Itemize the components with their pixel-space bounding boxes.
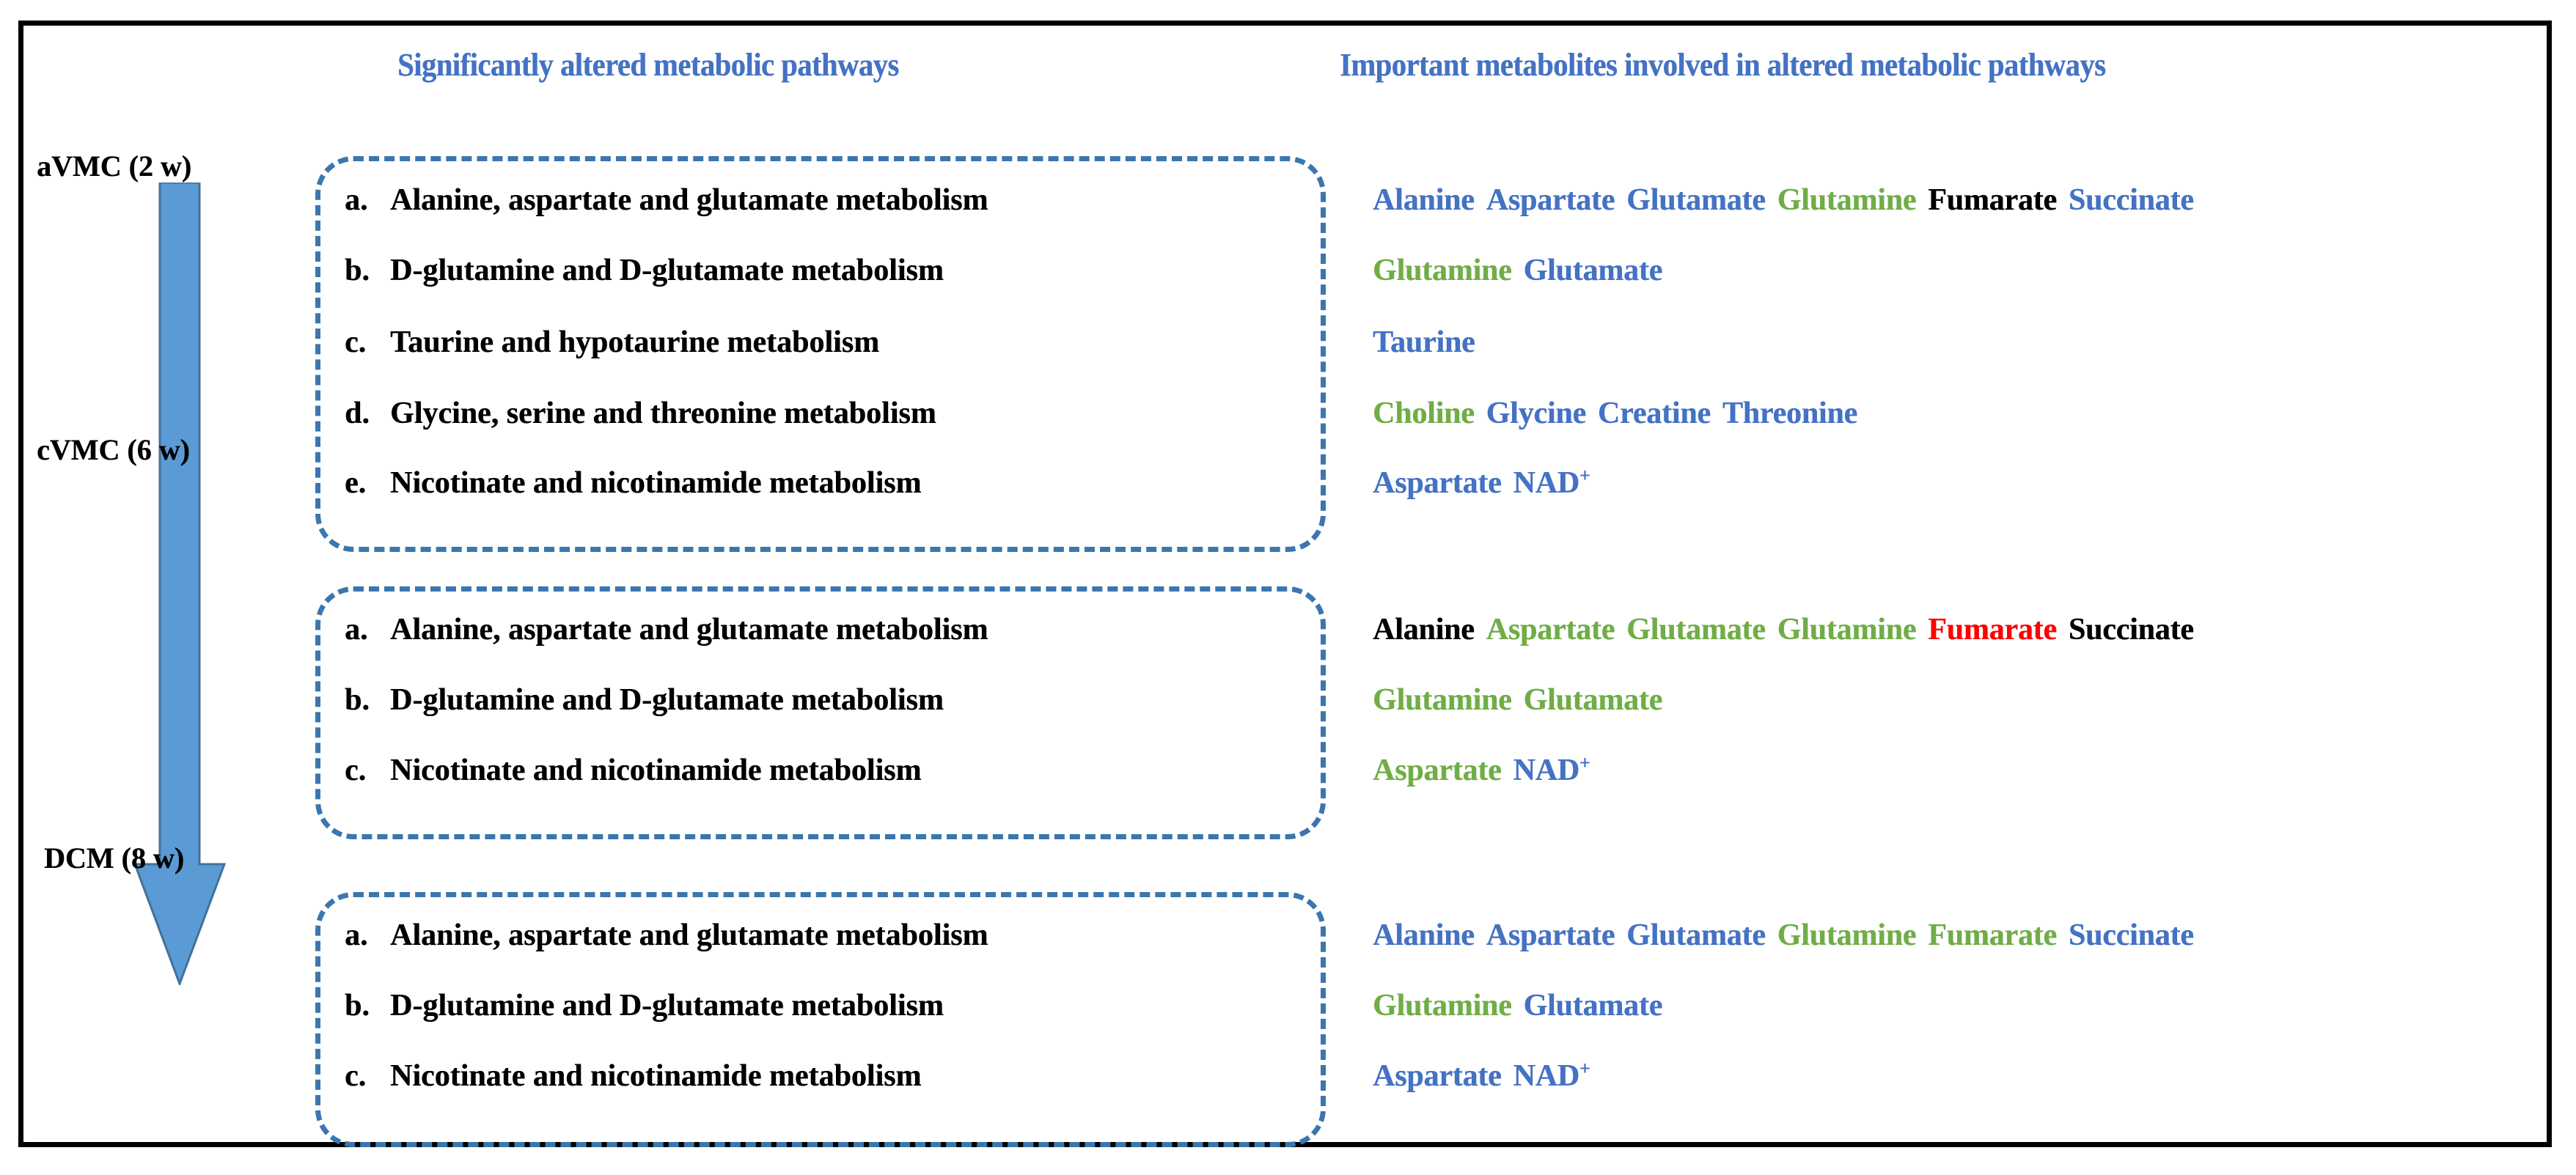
stage-label-avmc: aVMC (2 w) [37, 150, 192, 183]
pathway-label: D-glutamine and D-glutamate metabolism [390, 254, 944, 287]
metabolite-aspartate: Aspartate [1486, 918, 1615, 952]
pathway-label: Alanine, aspartate and glutamate metabol… [390, 183, 988, 217]
metabolite-row: Choline Glycine Creatine Threonine [1373, 396, 1869, 431]
metabolite-fumarate: Fumarate [1928, 918, 2057, 952]
pathway-label: Glycine, serine and threonine metabolism [390, 397, 936, 430]
metabolite-fumarate: Fumarate [1928, 613, 2057, 647]
pathway-row: a. Alanine, aspartate and glutamate metab… [345, 612, 988, 647]
metabolite-nad: NAD+ [1513, 752, 1590, 787]
pathway-row: a. Alanine, aspartate and glutamate metab… [345, 183, 988, 218]
pathway-label: D-glutamine and D-glutamate metabolism [390, 683, 944, 717]
metabolite-glutamine: Glutamine [1373, 683, 1512, 717]
metabolite-glutamate: Glutamate [1626, 613, 1766, 647]
metabolite-alanine: Alanine [1373, 183, 1475, 217]
pathway-marker: b. [345, 683, 370, 717]
metabolite-aspartate: Aspartate [1373, 754, 1502, 787]
pathway-label: Alanine, aspartate and glutamate metabol… [390, 613, 988, 647]
pathway-marker: b. [345, 254, 370, 287]
metabolite-glycine: Glycine [1486, 397, 1586, 430]
pathway-row: b. D-glutamine and D-glutamate metabolism [345, 682, 944, 718]
pathway-label: Nicotinate and nicotinamide metabolism [390, 1059, 922, 1093]
pathway-label: Alanine, aspartate and glutamate metabol… [390, 918, 988, 952]
pathway-marker: c. [345, 1059, 367, 1093]
pathway-row: c. Nicotinate and nicotinamide metabolism [345, 753, 921, 788]
pathway-marker: c. [345, 754, 367, 787]
metabolite-taurine: Taurine [1373, 325, 1475, 359]
metabolite-row: Alanine Aspartate Glutamate Glutamine Fumara… [1373, 183, 2206, 218]
column-header-pathways: Significantly altered metabolic pathways [397, 47, 899, 83]
metabolite-succinate: Succinate [2068, 183, 2194, 217]
stage-label-cvmc: cVMC (6 w) [37, 433, 190, 466]
metabolite-nad: NAD+ [1513, 1058, 1590, 1093]
metabolite-glutamine: Glutamine [1777, 183, 1917, 217]
pathway-row: c. Taurine and hypotaurine metabolism [345, 325, 879, 360]
metabolite-glutamate: Glutamate [1626, 183, 1766, 217]
pathway-marker: a. [345, 613, 368, 647]
figure-panel: Significantly altered metabolic pathways… [18, 21, 2552, 1147]
metabolite-glutamine: Glutamine [1777, 918, 1917, 952]
metabolite-glutamate: Glutamate [1523, 989, 1663, 1023]
metabolite-row: Alanine Aspartate Glutamate Glutamine Fumara… [1373, 612, 2206, 647]
pathway-row: b. D-glutamine and D-glutamate metabolism [345, 253, 944, 288]
metabolite-aspartate: Aspartate [1486, 183, 1615, 217]
pathway-marker: e. [345, 466, 367, 500]
metabolite-row: Glutamine Glutamate [1373, 988, 1674, 1023]
metabolite-superscript: + [1579, 465, 1590, 486]
metabolite-creatine: Creatine [1597, 397, 1711, 430]
metabolite-row: Taurine [1373, 325, 1486, 360]
metabolite-choline: Choline [1373, 397, 1475, 430]
metabolite-glutamate: Glutamate [1523, 254, 1663, 287]
pathway-marker: c. [345, 325, 367, 359]
pathway-marker: a. [345, 918, 368, 952]
metabolite-superscript: + [1579, 752, 1590, 773]
pathway-box-avmc [315, 156, 1326, 552]
pathway-label: Taurine and hypotaurine metabolism [390, 325, 880, 359]
metabolite-row: Glutamine Glutamate [1373, 682, 1674, 718]
metabolite-aspartate: Aspartate [1373, 1059, 1502, 1093]
column-header-metabolites: Important metabolites involved in altere… [1340, 47, 2106, 83]
disease-progression-arrow-icon [133, 183, 227, 985]
metabolite-row: Glutamine Glutamate [1373, 253, 1674, 288]
pathway-row: b. D-glutamine and D-glutamate metabolism [345, 988, 944, 1023]
pathway-marker: a. [345, 183, 368, 217]
pathway-marker: b. [345, 989, 370, 1023]
metabolite-row: Aspartate NAD+ [1373, 465, 1602, 501]
pathway-row: d. Glycine, serine and threonine metaboli… [345, 396, 936, 431]
pathway-label: D-glutamine and D-glutamate metabolism [390, 989, 944, 1023]
metabolite-glutamine: Glutamine [1373, 989, 1512, 1023]
pathway-label: Nicotinate and nicotinamide metabolism [390, 466, 922, 500]
metabolite-row: Alanine Aspartate Glutamate Glutamine Fumara… [1373, 918, 2206, 953]
metabolite-nad: NAD+ [1513, 465, 1590, 500]
pathway-marker: d. [345, 397, 370, 430]
metabolite-alanine: Alanine [1373, 918, 1475, 952]
metabolite-aspartate: Aspartate [1486, 613, 1615, 647]
metabolite-threonine: Threonine [1722, 397, 1857, 430]
metabolite-fumarate: Fumarate [1928, 183, 2057, 217]
pathway-label: Nicotinate and nicotinamide metabolism [390, 754, 922, 787]
metabolite-row: Aspartate NAD+ [1373, 753, 1602, 788]
metabolite-glutamine: Glutamine [1777, 613, 1917, 647]
pathway-row: e. Nicotinate and nicotinamide metabolism [345, 465, 921, 501]
pathway-row: c. Nicotinate and nicotinamide metabolism [345, 1058, 921, 1094]
metabolite-glutamate: Glutamate [1523, 683, 1663, 717]
metabolite-glutamine: Glutamine [1373, 254, 1512, 287]
metabolite-succinate: Succinate [2068, 918, 2194, 952]
stage-label-dcm: DCM (8 w) [44, 841, 185, 874]
metabolite-row: Aspartate NAD+ [1373, 1058, 1602, 1094]
metabolite-aspartate: Aspartate [1373, 466, 1502, 500]
pathway-box-dcm [315, 892, 1326, 1147]
pathway-row: a. Alanine, aspartate and glutamate metab… [345, 918, 988, 953]
pathway-box-cvmc [315, 586, 1326, 839]
metabolite-glutamate: Glutamate [1626, 918, 1766, 952]
metabolite-superscript: + [1579, 1058, 1590, 1079]
metabolite-alanine: Alanine [1373, 613, 1475, 647]
metabolite-succinate: Succinate [2068, 613, 2194, 647]
